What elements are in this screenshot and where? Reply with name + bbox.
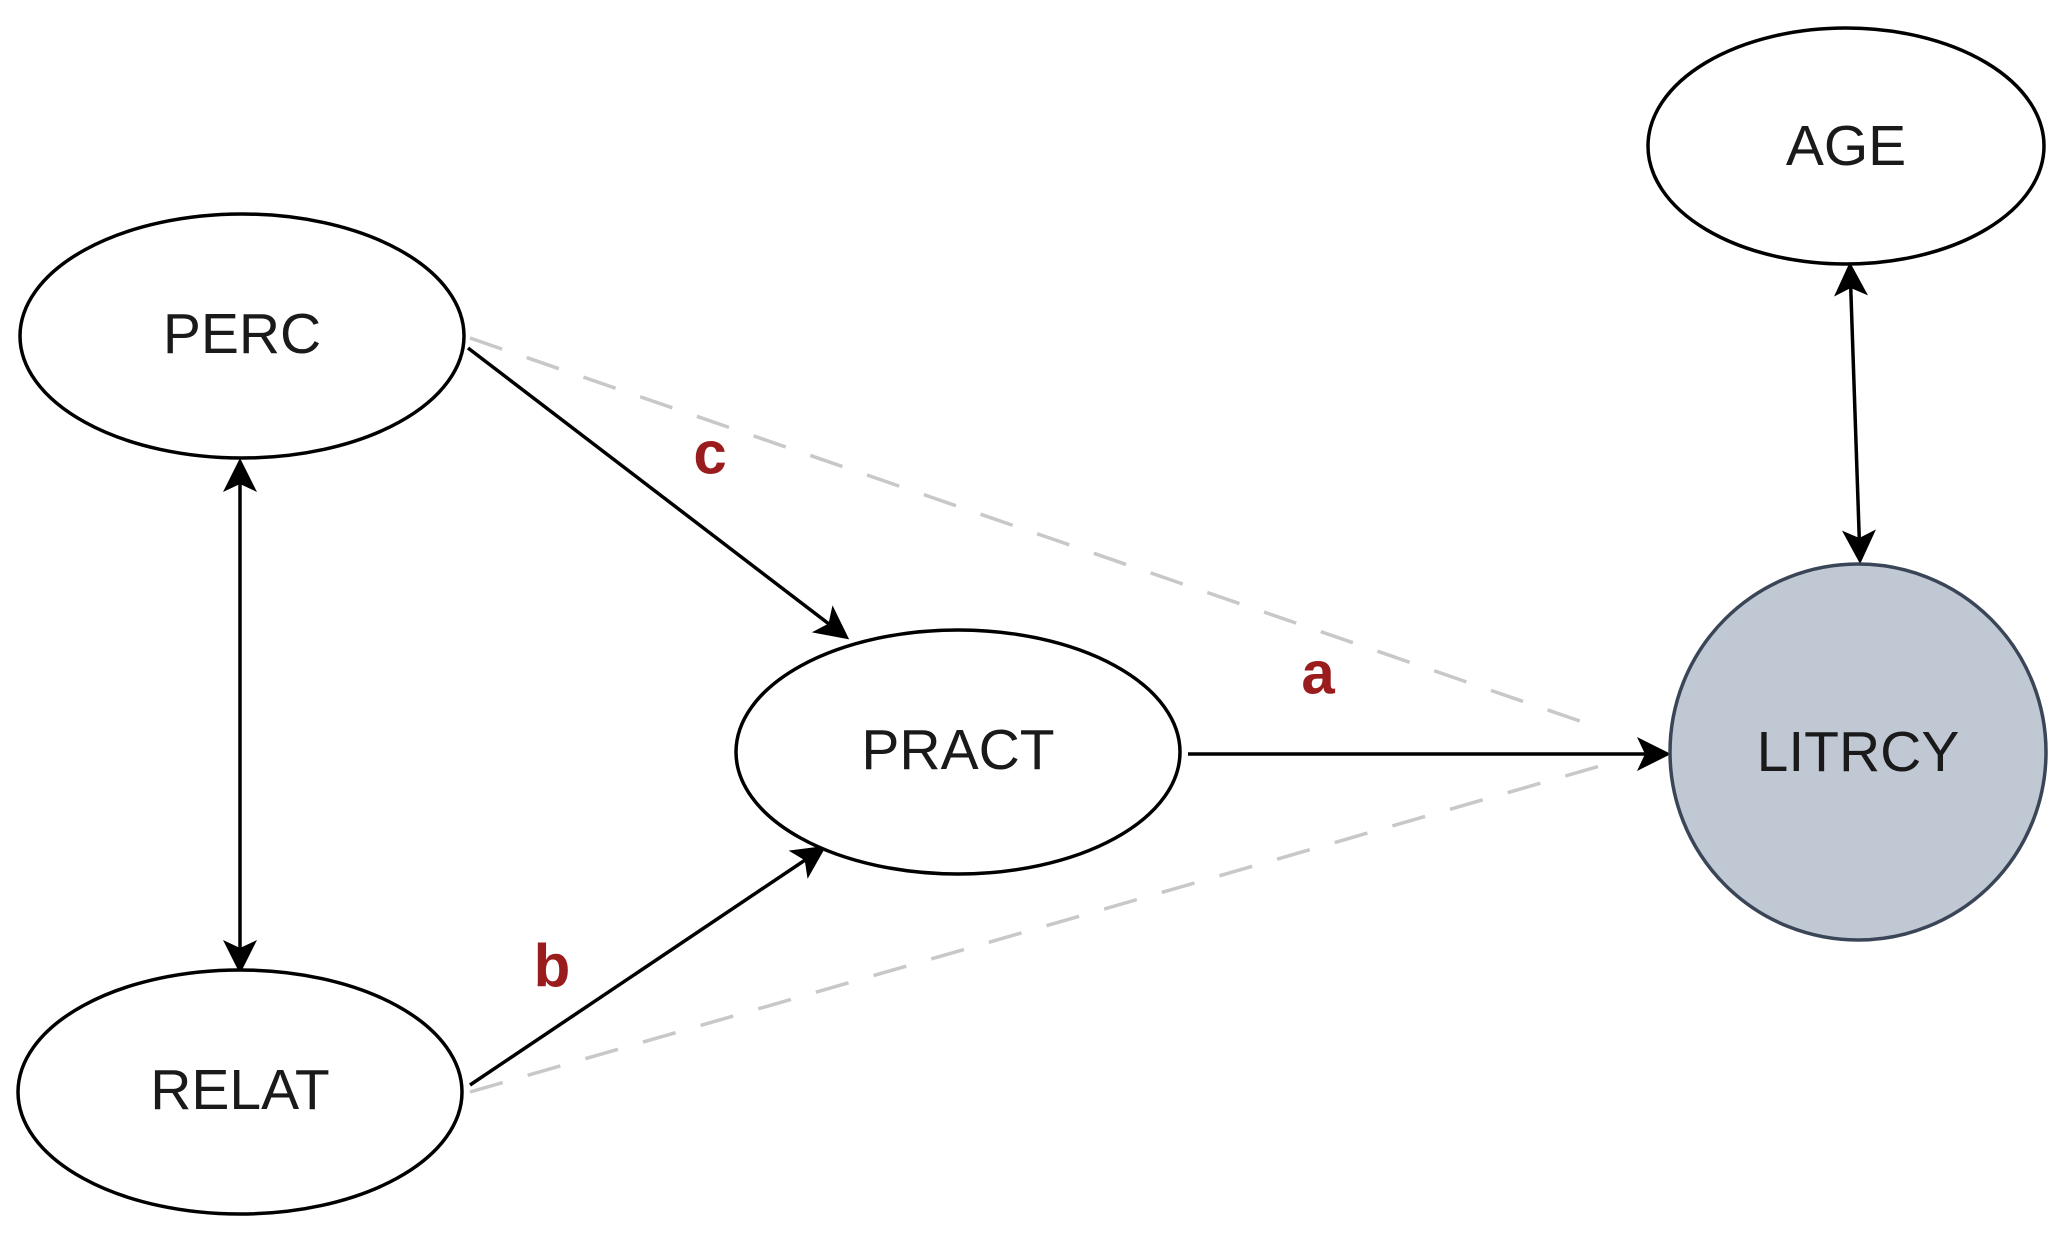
arrow-relat-pract <box>469 845 827 1087</box>
node-pract: PRACT <box>734 628 1182 876</box>
direct-path-perc-litrcy <box>469 336 1601 730</box>
arrow-age-litrcy <box>1834 262 1876 564</box>
arrow-perc-pract <box>466 346 850 640</box>
direct-path-relat-litrcy <box>469 764 1601 1094</box>
node-litrcy: LITRCY <box>1668 562 2048 942</box>
path-label-b: b <box>534 933 571 1000</box>
node-pract-label: PRACT <box>861 718 1054 782</box>
node-perc: PERC <box>18 212 466 460</box>
node-relat-label: RELAT <box>150 1058 330 1122</box>
node-litrcy-label: LITRCY <box>1757 720 1960 784</box>
node-age-label: AGE <box>1786 114 1906 178</box>
node-age: AGE <box>1646 26 2046 266</box>
path-label-a: a <box>1301 640 1335 707</box>
path-label-c: c <box>693 420 726 487</box>
node-relat: RELAT <box>16 968 464 1216</box>
node-perc-label: PERC <box>163 302 321 366</box>
